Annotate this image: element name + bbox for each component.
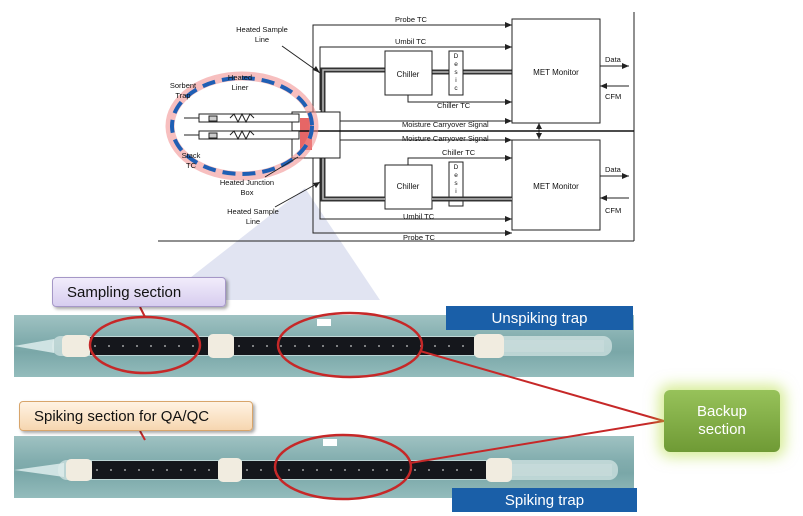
hjb-line-1: Heated Junction xyxy=(220,178,274,187)
backup-callout-line-2: section xyxy=(698,421,746,438)
spiking-trap-label: Spiking trap xyxy=(452,488,637,512)
data-label-top: Data xyxy=(605,55,622,64)
liner-line-1: Heated xyxy=(228,73,252,82)
zoom-cone xyxy=(117,188,380,300)
backup-callout-line-1: Backup xyxy=(696,403,748,420)
umbil-tc-line-top xyxy=(319,46,512,110)
probe-tc-label-bottom: Probe TC xyxy=(403,233,436,242)
hsl-top-line-2: Line xyxy=(255,35,269,44)
stack-line-1: Stack xyxy=(182,151,201,160)
hsl-bottom-line-2: Line xyxy=(246,217,260,226)
met-monitor-box-top xyxy=(511,18,601,124)
cfm-label-bottom: CFM xyxy=(605,206,621,215)
hsl-bottom-line-1: Heated Sample xyxy=(227,207,279,216)
desic-top-line-3: s xyxy=(454,69,458,76)
umbil-tc-label-bottom: Umbil TC xyxy=(403,212,435,221)
desic-bottom-line-1: D xyxy=(454,164,459,171)
desic-bottom-line-2: e xyxy=(454,172,458,179)
chiller-box-top xyxy=(384,50,433,96)
chiller-tc-label-top: Chiller TC xyxy=(437,101,471,110)
probe-tc-line-top xyxy=(312,24,512,125)
desic-top-line-1: D xyxy=(454,53,459,60)
highlight-dashed-ellipse xyxy=(170,76,314,176)
unspiking-trap-label: Unspiking trap xyxy=(446,306,633,330)
chiller-box-bottom xyxy=(384,164,433,210)
desic-box-top xyxy=(448,50,464,96)
desic-top-line-2: e xyxy=(454,61,458,68)
desic-bottom-line-4: i xyxy=(455,188,456,195)
desic-box-bottom xyxy=(448,161,464,207)
chiller-label-top: Chiller xyxy=(397,70,420,79)
met-monitor-label-bottom: MET Monitor xyxy=(533,182,579,191)
sorbent-trap-assembly xyxy=(184,112,300,141)
data-label-bottom: Data xyxy=(605,165,622,174)
chiller-tc-label-bottom: Chiller TC xyxy=(442,148,476,157)
sorbent-line-2: Trap xyxy=(175,91,190,100)
stack-line-2: TC xyxy=(186,161,197,170)
desic-bottom-line-3: s xyxy=(454,180,458,187)
cfm-label-top: CFM xyxy=(605,92,621,101)
spiking-section-callout: Spiking section for QA/QC xyxy=(19,401,253,431)
backup-section-callout: Backup section xyxy=(664,390,780,452)
sorbent-line-1: Sorbent xyxy=(170,81,197,90)
desic-top-line-5: c xyxy=(454,85,458,92)
probe-tc-label-top: Probe TC xyxy=(395,15,428,24)
umbil-tc-label-top: Umbil TC xyxy=(395,37,427,46)
hjb-line-2: Box xyxy=(241,188,254,197)
met-monitor-box-bottom xyxy=(511,139,601,231)
hsl-top-line-1: Heated Sample xyxy=(236,25,288,34)
moisture-signal-label-bottom: Moisture Carryover Signal xyxy=(402,134,489,143)
liner-line-2: Liner xyxy=(232,83,249,92)
moisture-signal-label-top: Moisture Carryover Signal xyxy=(402,120,489,129)
desic-top-line-4: i xyxy=(455,77,456,84)
sampling-section-callout: Sampling section xyxy=(52,277,226,307)
chiller-label-bottom: Chiller xyxy=(397,182,420,191)
met-monitor-label-top: MET Monitor xyxy=(533,68,579,77)
